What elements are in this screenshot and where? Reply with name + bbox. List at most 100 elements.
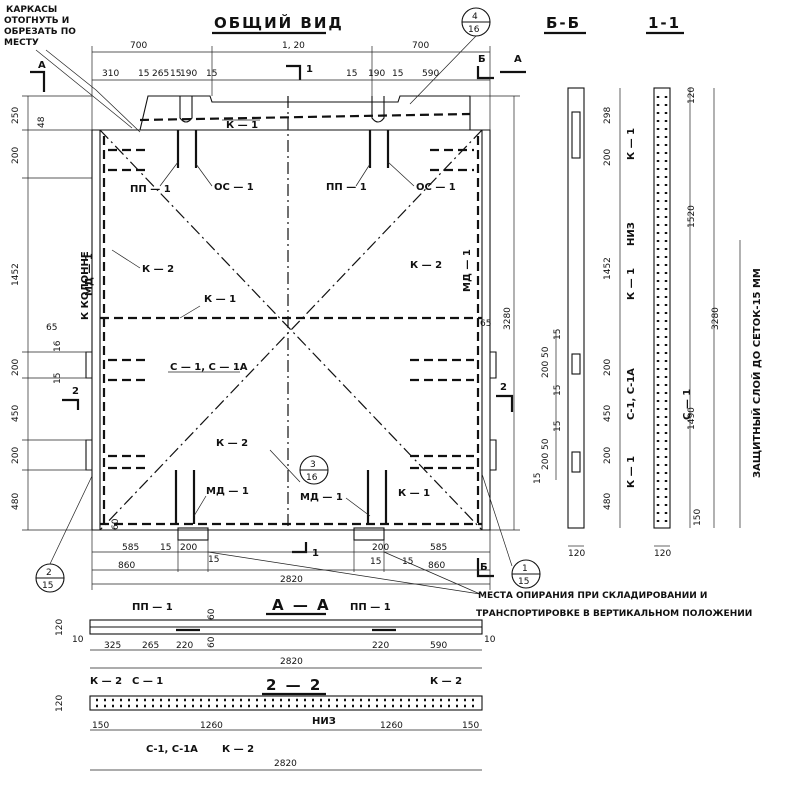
frames-note-line2: ОТОГНУТЬ И bbox=[4, 16, 69, 26]
section-mark-2-right: 2 bbox=[500, 382, 507, 393]
frames-note-line4: МЕСТУ bbox=[4, 38, 39, 48]
label-k2-bottom: К — 2 bbox=[216, 438, 248, 449]
svg-text:200: 200 bbox=[11, 147, 21, 164]
svg-text:К — 1: К — 1 bbox=[626, 268, 637, 300]
svg-text:К — 1: К — 1 bbox=[626, 128, 637, 160]
svg-text:590: 590 bbox=[430, 641, 447, 651]
svg-text:2820: 2820 bbox=[280, 575, 303, 585]
callout-4-16: 4 16 bbox=[461, 7, 491, 37]
leader bbox=[481, 473, 513, 567]
svg-text:48: 48 bbox=[37, 116, 47, 128]
svg-text:200: 200 bbox=[11, 359, 21, 376]
svg-text:15: 15 bbox=[553, 385, 563, 396]
svg-text:200: 200 bbox=[603, 359, 613, 376]
svg-text:16: 16 bbox=[53, 340, 63, 352]
svg-text:15: 15 bbox=[42, 581, 53, 591]
label-pp1-left: ПП — 1 bbox=[130, 184, 171, 195]
svg-text:1520: 1520 bbox=[687, 205, 697, 228]
svg-text:1: 1 bbox=[522, 564, 528, 574]
frames-note-line3: ОБРЕЗАТЬ ПО bbox=[4, 27, 76, 37]
svg-text:15: 15 bbox=[208, 555, 219, 565]
label-k1-top: К — 1 bbox=[226, 120, 258, 131]
svg-text:200: 200 bbox=[11, 447, 21, 464]
reinforcement-k1 bbox=[100, 112, 482, 526]
svg-text:700: 700 bbox=[130, 41, 147, 51]
section-bb-view: 200 50 15 15 200 50 15 15 120 bbox=[533, 87, 585, 559]
svg-text:1490: 1490 bbox=[687, 407, 697, 430]
svg-text:310: 310 bbox=[102, 69, 119, 79]
svg-text:15: 15 bbox=[160, 543, 171, 553]
leader bbox=[49, 475, 93, 565]
svg-text:200: 200 bbox=[603, 149, 613, 166]
title-section-11: 1-1 bbox=[648, 14, 681, 32]
callout-2-15: 2 15 bbox=[35, 563, 65, 593]
svg-text:НИЗ: НИЗ bbox=[312, 716, 336, 727]
leader bbox=[195, 163, 213, 187]
section-arrow bbox=[476, 558, 494, 578]
support-note-line2: ТРАНСПОРТИРОВКЕ В ВЕРТИКАЛЬНОМ ПОЛОЖЕНИИ bbox=[476, 609, 752, 619]
title-section-aa: А — А bbox=[272, 596, 331, 614]
svg-text:220: 220 bbox=[372, 641, 389, 651]
svg-text:10: 10 bbox=[72, 635, 84, 645]
svg-text:200 50: 200 50 bbox=[541, 438, 551, 470]
protective-layer-note: ЗАЩИТНЫЙ СЛОЙ ДО СЕТОК-15 ММ bbox=[750, 268, 763, 478]
title-section-bb: Б-Б bbox=[546, 14, 581, 32]
svg-text:15: 15 bbox=[170, 69, 181, 79]
title-general-view: ОБЩИЙ ВИД bbox=[214, 13, 344, 32]
svg-text:С — 1: С — 1 bbox=[132, 676, 163, 687]
svg-text:450: 450 bbox=[11, 405, 21, 422]
label-md1-vertical-right: МД — 1 bbox=[462, 249, 473, 292]
diagonal-k2-b bbox=[99, 129, 483, 531]
svg-text:150: 150 bbox=[462, 721, 479, 731]
leader bbox=[355, 163, 371, 187]
section-mark-a-right: А bbox=[514, 54, 522, 65]
label-to-column: К КОЛОННЕ bbox=[80, 251, 91, 320]
section-arrow bbox=[30, 70, 46, 92]
section-mark-2-left: 2 bbox=[72, 386, 79, 397]
section-mark-b-top: Б bbox=[478, 54, 486, 65]
svg-text:ПП — 1: ПП — 1 bbox=[132, 602, 173, 613]
svg-text:120: 120 bbox=[568, 549, 585, 559]
svg-text:К — 2: К — 2 bbox=[222, 744, 254, 755]
svg-text:120: 120 bbox=[55, 695, 65, 712]
support-leader bbox=[383, 551, 481, 595]
svg-text:1260: 1260 bbox=[380, 721, 403, 731]
label-os1-left: ОС — 1 bbox=[214, 182, 254, 193]
leader bbox=[409, 35, 477, 105]
label-k2-left: К — 2 bbox=[142, 264, 174, 275]
svg-text:60: 60 bbox=[111, 518, 121, 530]
section-arrow bbox=[292, 542, 308, 554]
section-arrow bbox=[496, 394, 514, 412]
svg-text:590: 590 bbox=[422, 69, 439, 79]
label-k1-bottom: К — 1 bbox=[398, 488, 430, 499]
label-pp1-right: ПП — 1 bbox=[326, 182, 367, 193]
svg-text:3280: 3280 bbox=[503, 307, 513, 330]
svg-text:С-1, С-1А: С-1, С-1А bbox=[146, 744, 198, 755]
svg-text:190: 190 bbox=[180, 69, 197, 79]
callout-1-15: 1 15 bbox=[511, 559, 541, 589]
section-aa-view: ПП — 1 ПП — 1 120 60 60 10 10 325 265 22… bbox=[55, 602, 496, 669]
svg-text:190: 190 bbox=[368, 69, 385, 79]
leader bbox=[159, 161, 179, 187]
section-22-view: К — 2 С — 1 К — 2 НИЗ 120 150 1260 1260 … bbox=[55, 676, 483, 771]
svg-text:700: 700 bbox=[412, 41, 429, 51]
svg-text:60: 60 bbox=[207, 608, 217, 620]
svg-text:65: 65 bbox=[480, 319, 491, 329]
label-k1-mid: К — 1 bbox=[204, 294, 236, 305]
section-arrow bbox=[476, 66, 494, 80]
section-mark-b-bottom: Б bbox=[480, 562, 488, 573]
label-md1-vertical: МД — 1 bbox=[84, 253, 95, 296]
svg-text:220: 220 bbox=[176, 641, 193, 651]
svg-text:250: 250 bbox=[11, 107, 21, 124]
svg-text:200: 200 bbox=[372, 543, 389, 553]
leader bbox=[269, 449, 301, 483]
svg-text:3: 3 bbox=[310, 460, 316, 470]
dims-left: 250 48 200 1452 65 16 200 15 450 200 480 bbox=[11, 95, 92, 531]
svg-text:150: 150 bbox=[92, 721, 109, 731]
frames-note-leader bbox=[45, 49, 141, 133]
svg-text:200: 200 bbox=[603, 447, 613, 464]
section-arrow bbox=[62, 398, 80, 410]
svg-text:15: 15 bbox=[346, 69, 357, 79]
dims-top: 700 1, 20 700 310 15 265 15 190 15 15 19… bbox=[91, 41, 491, 130]
